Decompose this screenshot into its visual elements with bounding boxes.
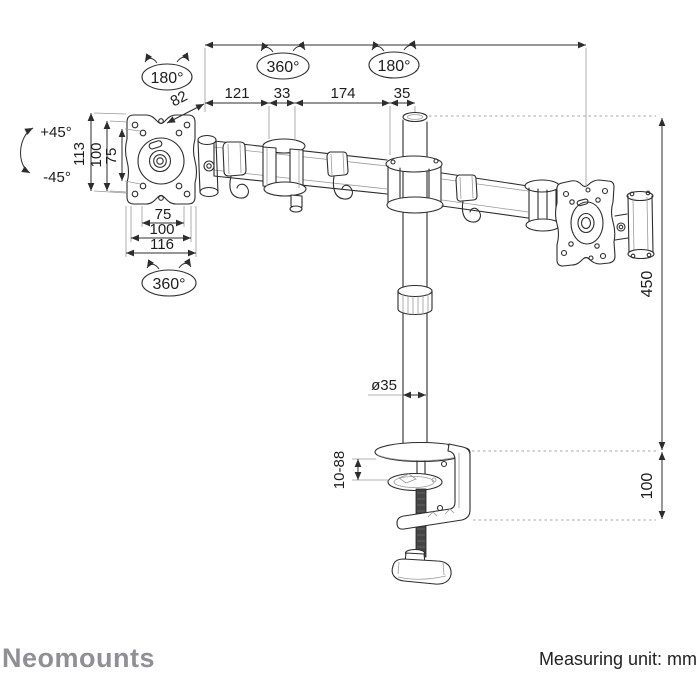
- dim-label-174: 174: [330, 85, 355, 102]
- vesa-hole-75: [569, 199, 575, 205]
- vesa-hole-75: [139, 129, 147, 137]
- dim-label-116: 116: [150, 236, 174, 253]
- dim-label-100v: 100: [88, 142, 105, 167]
- dim-label-100h: 100: [149, 221, 174, 238]
- pole-top-cap: [402, 111, 428, 123]
- dim-label-diameter: ø35: [371, 377, 397, 394]
- left-plate-hinge-bracket: [197, 134, 219, 198]
- bracket-hole: [440, 460, 448, 468]
- clamp-sliding-pad: [387, 472, 443, 492]
- left-plate-outline: [124, 114, 198, 205]
- bracket-hole: [436, 504, 444, 512]
- vesa-hole-100: [599, 252, 607, 260]
- dim-label-450: 450: [639, 271, 656, 298]
- swivel-left-label: 180°: [150, 70, 183, 87]
- cable-clip-2: [326, 151, 349, 177]
- cable-hook-3: [461, 200, 481, 223]
- dim-label-113: 113: [71, 142, 88, 166]
- vesa-hole-75: [175, 182, 183, 190]
- pole-adjustment-ring: [397, 284, 433, 316]
- pole-column: [397, 111, 433, 445]
- rotation-annotations: 180° 360° 180° 360° +45° -45°: [20, 40, 420, 297]
- rotate-badge-center: 360°: [256, 41, 310, 80]
- dim-label-33: 33: [274, 85, 291, 102]
- tilt-annotation: +45° -45°: [20, 124, 72, 186]
- plate-slot: [576, 198, 589, 207]
- cable-hook-2: [332, 175, 353, 200]
- plate-slot: [148, 140, 163, 150]
- measuring-unit-label: Measuring unit: mm: [539, 649, 697, 669]
- vesa-hole: [588, 255, 594, 261]
- dim-label-75v: 75: [103, 148, 120, 165]
- vesa-hole-75: [139, 182, 147, 190]
- clamp-screw-upper: [416, 460, 426, 475]
- right-joint-collar: [524, 179, 561, 232]
- dim-label-121: 121: [224, 85, 249, 102]
- dim-label-clamp-range: 10-88: [331, 451, 348, 489]
- clamp-handle: [391, 548, 452, 585]
- footer: Neomounts Measuring unit: mm: [2, 643, 697, 673]
- vesa-hole-100: [131, 121, 139, 129]
- desk-clamp: [374, 441, 471, 585]
- right-arm: [441, 172, 561, 232]
- right-vesa-plate: [554, 179, 655, 267]
- vesa-hole: [158, 118, 164, 124]
- vesa-hole: [158, 195, 164, 201]
- swivel-right-label: 180°: [377, 58, 410, 75]
- vesa-hole-75: [595, 197, 601, 203]
- rotate-plate-label: 360°: [152, 276, 185, 293]
- cable-hook-1: [229, 175, 249, 199]
- swivel-badge-right: 180°: [368, 40, 420, 79]
- left-vesa-plate: [124, 114, 219, 205]
- right-plate-rear-bracket: [614, 190, 655, 260]
- vesa-hole-100: [183, 190, 191, 198]
- collar-screw: [433, 158, 439, 164]
- tilt-down-label: -45°: [43, 169, 71, 186]
- rotate-center-label: 360°: [266, 59, 299, 76]
- pole-arm-collar: [385, 155, 444, 214]
- vesa-hole-100: [562, 190, 570, 198]
- right-arm-tube: [441, 172, 529, 219]
- mid-joint-collar: [262, 138, 307, 213]
- vesa-hole-100: [601, 187, 609, 195]
- dimension-annotations: 121 33 174 35 82 113 100 75 75 100 116 ø…: [71, 41, 666, 519]
- vesa-hole-75: [568, 241, 574, 247]
- clamp-bracket: [396, 443, 471, 530]
- dim-label-75h: 75: [155, 206, 172, 223]
- dim-label-35: 35: [394, 85, 411, 102]
- neomounts-logo: Neomounts: [2, 643, 155, 673]
- vesa-hole-100: [131, 190, 139, 198]
- vesa-hole-75: [594, 243, 600, 249]
- vesa-hole-75: [175, 129, 183, 137]
- rotate-badge-plate: 360°: [141, 258, 197, 297]
- vesa-hole: [585, 187, 591, 193]
- extension-lines: [93, 48, 656, 521]
- cable-clip-3: [455, 174, 478, 202]
- tilt-up-label: +45°: [40, 124, 71, 141]
- left-arm: [213, 138, 388, 213]
- cable-clip-1: [222, 141, 247, 177]
- vesa-hole-100: [560, 249, 568, 257]
- swivel-badge-left: 180°: [141, 52, 193, 91]
- dim-label-82: 82: [168, 88, 191, 111]
- collar-screw: [390, 159, 396, 165]
- plate-center-ring: [570, 201, 604, 245]
- dim-label-100r: 100: [639, 473, 656, 500]
- plate-center-ring: [137, 137, 185, 185]
